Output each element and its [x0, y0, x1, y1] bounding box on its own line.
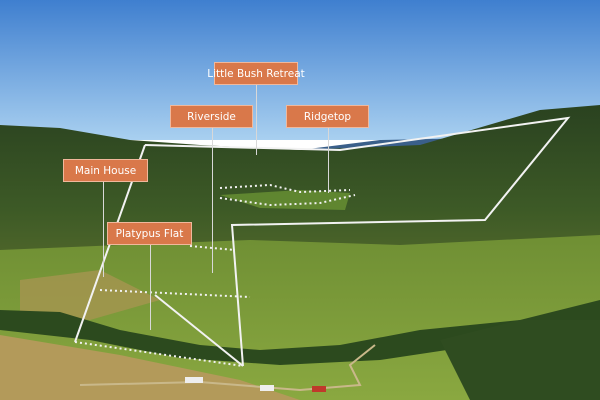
label-riverside: Riverside [170, 105, 253, 128]
ridge-clearing [220, 190, 350, 210]
shed [185, 377, 203, 383]
leader-line-main-house [103, 182, 104, 277]
leader-line-ridgetop [328, 128, 329, 193]
leader-line-platypus-flat [150, 245, 151, 330]
label-platypus-flat: Platypus Flat [107, 222, 192, 245]
shed [260, 385, 274, 391]
tree-cluster [440, 320, 600, 400]
leader-line-little-bush-retreat [256, 85, 257, 155]
label-main-house: Main House [63, 159, 148, 182]
label-ridgetop: Ridgetop [286, 105, 369, 128]
dry-paddock-2 [20, 270, 160, 320]
road [79, 344, 376, 392]
leader-line-riverside [212, 128, 213, 273]
label-little-bush-retreat: Little Bush Retreat [207, 62, 305, 85]
shed [312, 386, 326, 392]
